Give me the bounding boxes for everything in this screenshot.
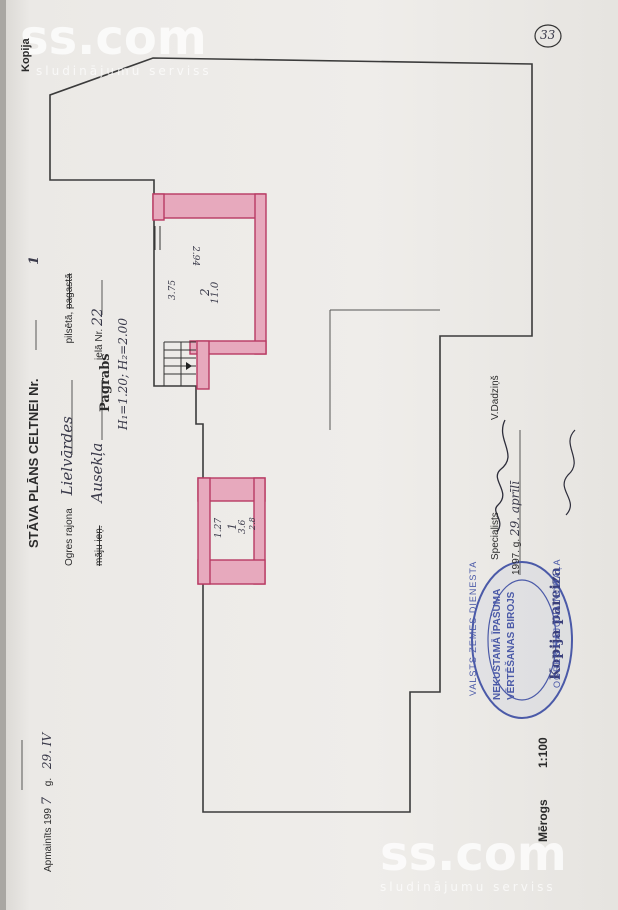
copy-label: Kopija	[20, 38, 32, 72]
room-2-length: 2.94	[190, 246, 200, 267]
signature-specialist	[495, 419, 509, 533]
stamp-line-1: NEKUSTAMĀ ĪPAŠUMA	[492, 588, 503, 700]
level-heights: H₁=1.20; H₂=2.00	[116, 318, 130, 430]
stamp-outer-top: VALSTS ZEMES DIENESTA	[468, 560, 478, 696]
specialist-date: 1997. g. 29. aprīlī	[508, 481, 522, 575]
signature-copy	[563, 429, 576, 516]
binding-edge	[0, 0, 6, 910]
specialist-label: Specialists	[490, 512, 501, 560]
room-1-length: 2.8	[248, 517, 257, 530]
stamp-line-2: VĒRTĒŠANAS BIROJS	[506, 591, 517, 700]
approved-row: Apmainīts 199 7 g. 29. IV	[40, 732, 55, 872]
room-2	[152, 193, 267, 390]
room-2-area: 11.0	[210, 281, 221, 304]
header-street-row: māju ieņ. Ausekļa ielā Nr. 22	[88, 308, 106, 566]
page-number: 33	[540, 28, 556, 42]
stairs	[163, 341, 196, 386]
level-name: Pagrabs	[98, 353, 113, 412]
page-number-circle	[534, 24, 562, 48]
room-1-area: 3.6	[238, 519, 248, 534]
watermark-logo-bottom: ss.com	[380, 826, 567, 882]
room-2-wall-right	[254, 193, 267, 355]
building-outline	[49, 57, 533, 813]
stamp	[471, 561, 573, 719]
watermark-tagline-bottom: sludinājumu serviss	[380, 880, 556, 894]
room-2-width: 3.75	[168, 279, 178, 300]
room-1	[197, 477, 266, 585]
specialist-name: V.Dadziņš	[490, 375, 501, 420]
watermark-logo-top: ss.com	[20, 10, 207, 66]
stamp-outer-bottom: OGRES RAJONA NODAĻA	[552, 558, 562, 688]
header-district-row: Ogres rajona Lielvārdes pilsētā, pagastā	[58, 273, 76, 566]
scale-value: 1:100	[536, 737, 550, 768]
header-title: STĀVA PLĀNS CELTNEI Nr. 1	[26, 255, 42, 548]
room-1-width: 1.27	[214, 517, 224, 538]
room-1-wall-left	[197, 477, 211, 585]
scale-label: Mērogs	[536, 799, 550, 842]
watermark-tagline-top: sludinājumu serviss	[36, 64, 212, 78]
room-2-wall-corner	[152, 193, 165, 221]
room-2-wall-bottom-stub	[196, 340, 210, 390]
room-2-wall-top	[152, 193, 266, 219]
